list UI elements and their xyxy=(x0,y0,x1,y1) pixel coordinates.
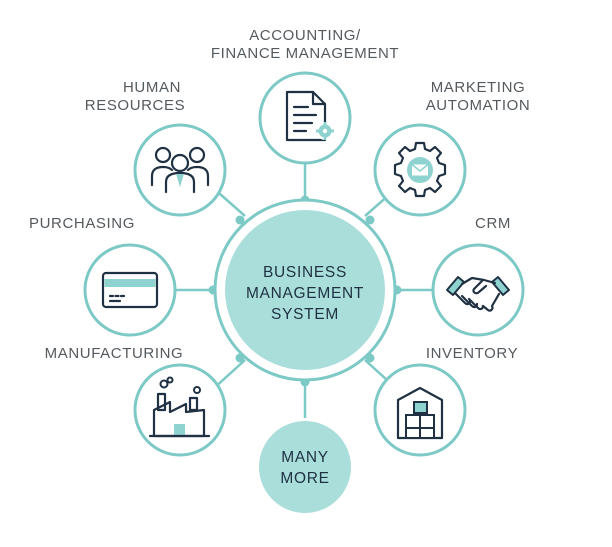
module-purchasing: PURCHASING xyxy=(29,215,177,337)
crm-label: CRM xyxy=(475,215,511,232)
module-human-resources: HUMAN RESOURCES xyxy=(85,79,227,217)
hr-label-line-1: HUMAN xyxy=(123,79,181,96)
module-accounting: ACCOUNTING/ FINANCE MANAGEMENT xyxy=(211,27,399,165)
module-marketing: MARKETING AUTOMATION xyxy=(373,79,531,217)
module-crm: CRM xyxy=(431,215,525,337)
hr-label-line-2: RESOURCES xyxy=(85,97,185,114)
handshake-icon xyxy=(446,276,510,312)
center-title-line-3: SYSTEM xyxy=(271,306,339,323)
marketing-label-line-1: MARKETING xyxy=(431,79,526,96)
accounting-label-line-1: ACCOUNTING/ xyxy=(249,27,361,44)
module-inventory: INVENTORY xyxy=(373,345,518,457)
center-title-line-1: BUSINESS xyxy=(263,264,347,281)
module-manufacturing: MANUFACTURING xyxy=(45,345,227,457)
credit-card-icon xyxy=(101,271,159,309)
warehouse-icon xyxy=(396,386,444,440)
center-title-line-2: MANAGEMENT xyxy=(246,285,364,302)
many-more-node: MANY MORE xyxy=(259,421,351,513)
center-hub: BUSINESS MANAGEMENT SYSTEM xyxy=(213,198,397,382)
gear-mail-icon xyxy=(393,141,447,198)
marketing-label-line-2: AUTOMATION xyxy=(426,97,531,114)
inventory-label: INVENTORY xyxy=(426,345,518,362)
factory-icon xyxy=(148,376,211,438)
purchasing-label: PURCHASING xyxy=(29,215,135,232)
manufacturing-label: MANUFACTURING xyxy=(45,345,184,362)
many-more-line-1: MANY xyxy=(281,449,329,466)
document-gear-icon xyxy=(285,90,334,142)
many-more-line-2: MORE xyxy=(280,470,329,487)
accounting-label-line-2: FINANCE MANAGEMENT xyxy=(211,45,399,62)
people-icon xyxy=(150,146,210,194)
